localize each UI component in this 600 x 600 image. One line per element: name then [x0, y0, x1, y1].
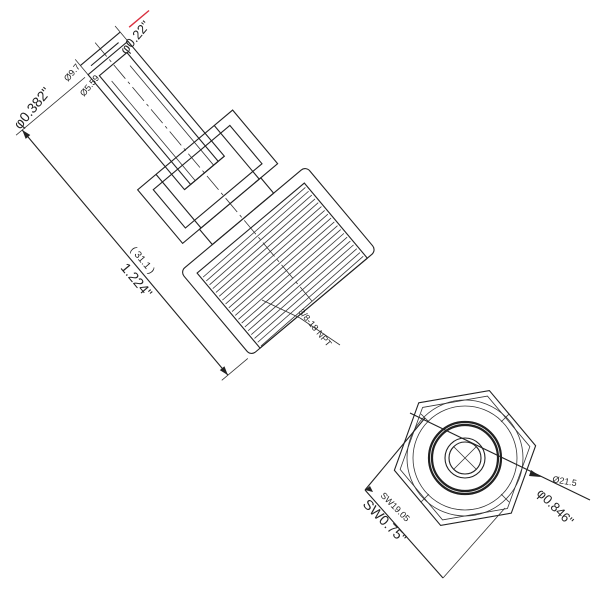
outer-diameter-mm-label: Ø9.7: [62, 62, 82, 83]
probe-diameter-inch-label: φ0.22": [117, 18, 153, 57]
thread-line: [209, 194, 313, 286]
thread-line: [212, 198, 316, 289]
thread-line: [228, 217, 332, 309]
thread-line: [247, 240, 351, 332]
thread-leader: [261, 299, 341, 346]
diameter-dimensions: [74, 9, 150, 75]
end-view: [364, 389, 591, 579]
thread-line: [202, 187, 306, 278]
thread-line: [215, 202, 319, 293]
end-diameter-inch-label: φ0.846": [534, 486, 577, 529]
thread-line: [251, 244, 354, 335]
length-dimension: [15, 76, 249, 381]
thread-line: [234, 225, 338, 316]
thread-line: [260, 256, 364, 347]
thread-line: [238, 229, 341, 320]
thread-line: [254, 248, 358, 339]
thread-line: [241, 233, 345, 324]
side-view: [15, 9, 375, 381]
thread-line: [222, 210, 325, 301]
end-diameter-mm-label: Ø21.5: [552, 474, 578, 488]
thread-line: [218, 206, 322, 297]
thread-spec-label: 3/8-18 NPT: [296, 307, 334, 349]
thread-line: [206, 190, 309, 282]
thread-line: [231, 221, 335, 312]
threaded-body: [182, 168, 375, 354]
thread-line: [225, 213, 329, 305]
thread-line: [257, 252, 361, 343]
outer-diameter-inch-label: φ0.382": [10, 84, 54, 132]
thread-line: [244, 236, 348, 328]
